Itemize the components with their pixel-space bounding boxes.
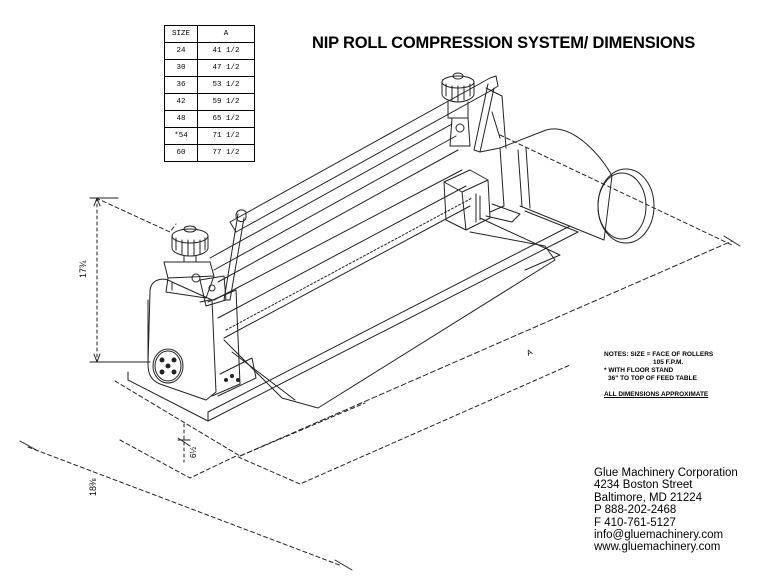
company-street: 4234 Boston Street bbox=[594, 479, 693, 492]
notes-all-dimensions: ALL DIMENSIONS APPROXIMATE bbox=[604, 391, 709, 398]
motor bbox=[499, 128, 655, 244]
company-phone: P 888-202-2468 bbox=[594, 504, 677, 517]
company-name: Glue Machinery Corporation bbox=[594, 467, 738, 479]
right-knob bbox=[441, 72, 475, 147]
small-dimension: 6½ bbox=[177, 423, 198, 463]
table-row: 30 47 1/2 bbox=[164, 59, 255, 77]
right-frame bbox=[485, 87, 507, 149]
small-label: 6½ bbox=[189, 447, 198, 458]
size-table: SIZE A 24 41 1/2 30 47 1/2 36 53 1/2 42 … bbox=[164, 25, 255, 162]
width-dimension: 18⅜ bbox=[19, 440, 353, 571]
base-outline bbox=[95, 134, 733, 485]
company-website[interactable]: www.gluemachinery.com bbox=[594, 541, 721, 554]
feed-table bbox=[223, 231, 556, 409]
notes-line-2: 105 F.P.M. bbox=[653, 359, 684, 366]
table-row: 60 77 1/2 bbox=[164, 144, 255, 162]
height-dimension: 17¾ bbox=[78, 197, 151, 363]
table-row: 48 65 1/2 bbox=[164, 110, 255, 128]
left-knob bbox=[163, 225, 227, 307]
a-cell: 77 1/2 bbox=[197, 144, 255, 162]
height-label: 17¾ bbox=[78, 260, 88, 278]
notes-line-3: * WITH FLOOR STAND bbox=[604, 367, 674, 374]
left-shaft-end bbox=[152, 348, 240, 384]
base-table bbox=[127, 210, 579, 422]
company-info: Glue Machinery Corporation 4234 Boston S… bbox=[594, 467, 738, 554]
width-label: 18⅜ bbox=[88, 478, 98, 496]
company-fax: F 410-761-5127 bbox=[594, 516, 676, 529]
lower-roller bbox=[213, 169, 473, 339]
company-city: Baltimore, MD 21224 bbox=[594, 491, 703, 504]
notes-line-4: 36" TO TOP OF FEED TABLE bbox=[608, 375, 697, 382]
company-email[interactable]: info@gluemachinery.com bbox=[594, 529, 724, 542]
length-label: A bbox=[525, 347, 534, 358]
page-title: NIP ROLL COMPRESSION SYSTEM/ DIMENSIONS bbox=[312, 34, 696, 52]
notes-block: NOTES: SIZE = FACE OF ROLLERS 105 F.P.M.… bbox=[604, 351, 713, 399]
handle-frame bbox=[223, 75, 499, 301]
length-dimension: A bbox=[239, 235, 741, 457]
table-header-row: SIZE A bbox=[164, 25, 255, 43]
table-row: 36 53 1/2 bbox=[164, 76, 255, 94]
notes-line-1: NOTES: SIZE = FACE OF ROLLERS bbox=[604, 351, 714, 358]
upper-roller bbox=[209, 123, 459, 283]
size-cell: 60 bbox=[164, 144, 198, 162]
gear-box bbox=[443, 147, 521, 231]
